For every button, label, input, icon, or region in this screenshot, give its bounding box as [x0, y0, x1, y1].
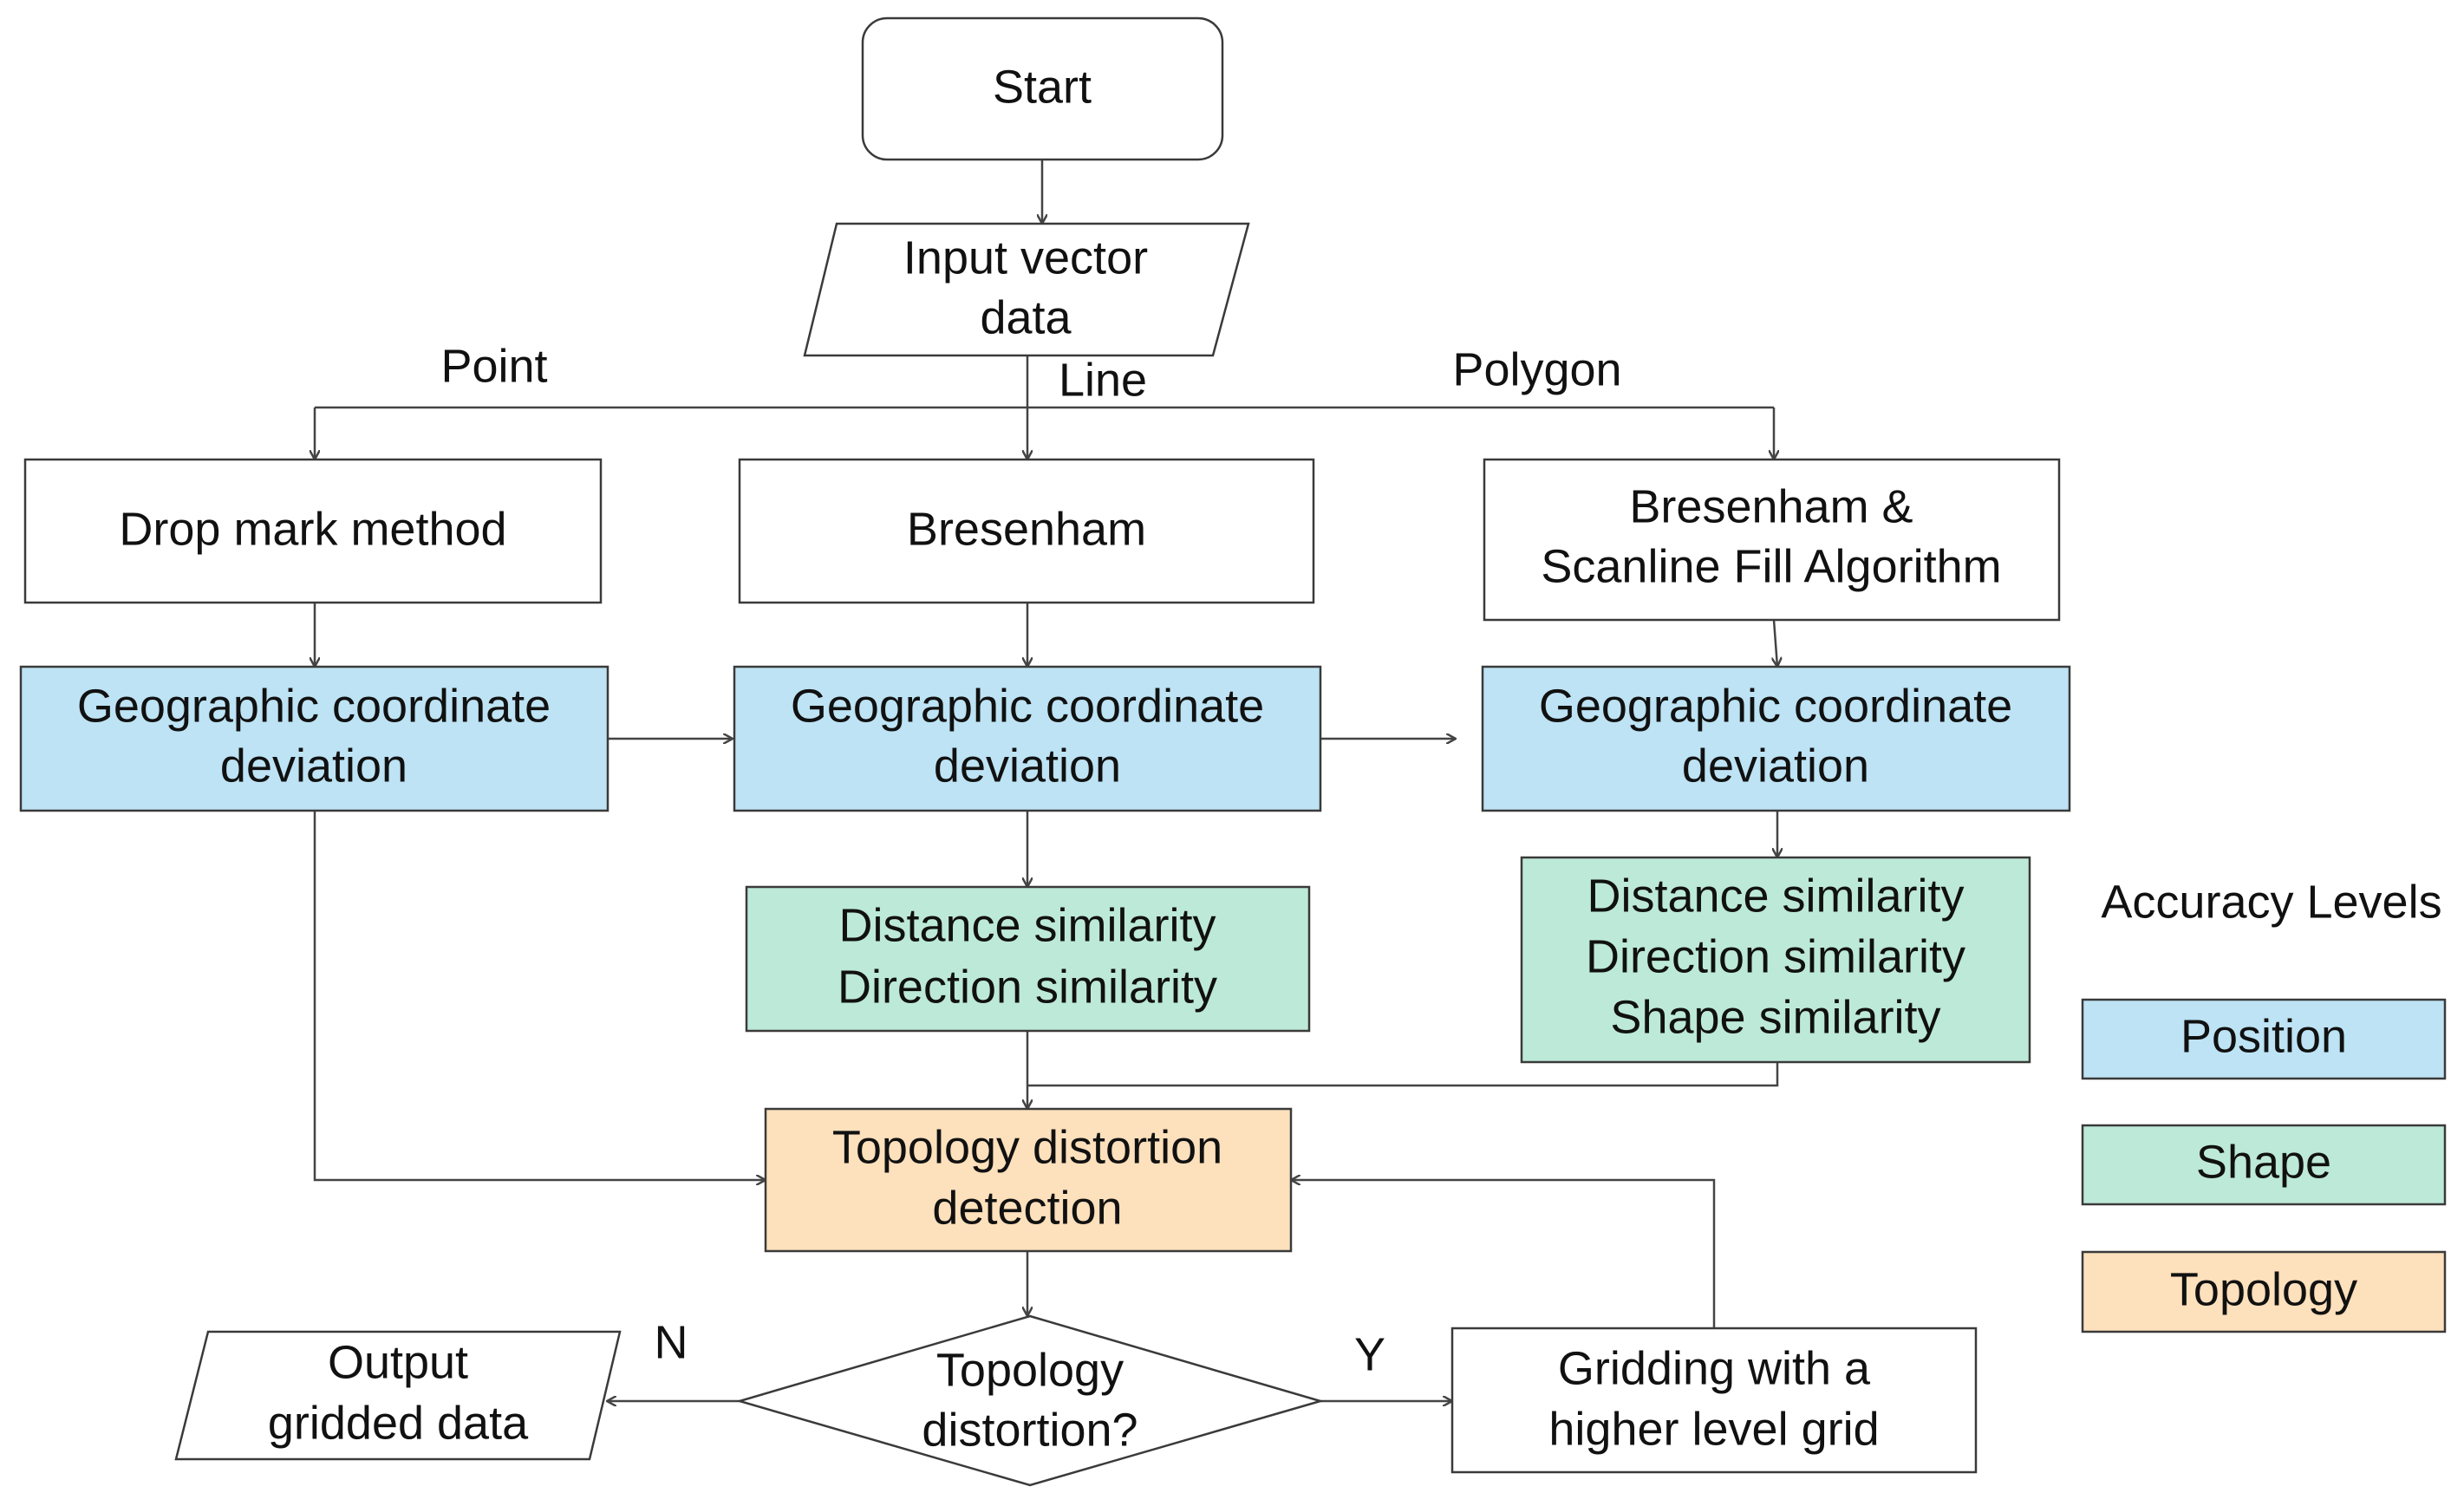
node-geo-point-line2: deviation — [220, 740, 407, 792]
legend-shape-label: Shape — [2196, 1136, 2331, 1188]
node-decision: Topology distortion? — [735, 1314, 1325, 1487]
node-drop-mark-label: Drop mark method — [119, 503, 506, 555]
node-geo-poly-line2: deviation — [1682, 740, 1869, 792]
connectors — [315, 160, 1777, 1401]
edge-geo-point-to-topology — [313, 811, 766, 1180]
legend-item-shape: Shape — [2081, 1124, 2447, 1206]
node-geo-deviation-point: Geographic coordinate deviation — [19, 665, 609, 812]
node-shape-similarity-polygon: Distance similarity Direction similarity… — [1520, 856, 2031, 1064]
legend-item-topology: Topology — [2081, 1250, 2447, 1333]
edge-label-polygon: Polygon — [1452, 343, 1621, 395]
node-scanline-label-line2: Scanline Fill Algorithm — [1541, 540, 2001, 592]
edge-scanline-to-geo — [1774, 619, 1777, 667]
node-decision-line2: distortion? — [922, 1404, 1137, 1456]
node-shape-poly-line3: Shape similarity — [1610, 991, 1940, 1043]
node-topology-detection: Topology distortion detection — [764, 1107, 1293, 1253]
edge-label-yes: Y — [1354, 1328, 1385, 1380]
edge-label-no: N — [655, 1316, 688, 1368]
node-higher-grid-line1: Gridding with a — [1558, 1342, 1871, 1394]
edge-label-point: Point — [440, 340, 547, 392]
node-start: Start — [861, 16, 1224, 161]
legend: Accuracy Levels Position Shape Topology — [2081, 876, 2447, 1333]
node-shape-similarity-line: Distance similarity Direction similarity — [745, 885, 1311, 1033]
node-higher-grid-line2: higher level grid — [1548, 1403, 1879, 1455]
legend-title: Accuracy Levels — [2101, 876, 2441, 928]
node-input-data: Input vector data — [803, 222, 1250, 357]
node-topology-line2: detection — [932, 1182, 1122, 1234]
node-geo-deviation-polygon: Geographic coordinate deviation — [1481, 665, 2071, 812]
node-geo-point-line1: Geographic coordinate — [77, 680, 551, 732]
node-shape-poly-line2: Direction similarity — [1586, 930, 1965, 982]
node-output: Output gridded data — [174, 1330, 622, 1461]
node-topology-line1: Topology distortion — [832, 1121, 1222, 1173]
node-input-label-line2: data — [980, 291, 1072, 343]
node-bresenham: Bresenham — [738, 458, 1315, 604]
node-output-line2: gridded data — [268, 1397, 529, 1449]
edge-shape-poly-to-topology — [1027, 1062, 1779, 1087]
node-geo-deviation-line: Geographic coordinate deviation — [733, 665, 1322, 812]
node-higher-grid: Gridding with a higher level grid — [1450, 1327, 1978, 1474]
node-input-label-line1: Input vector — [903, 231, 1148, 284]
node-shape-poly-line1: Distance similarity — [1587, 870, 1964, 922]
node-geo-line-line2: deviation — [934, 740, 1121, 792]
node-start-label: Start — [993, 61, 1092, 113]
node-geo-poly-line1: Geographic coordinate — [1539, 680, 2012, 732]
node-scanline: Bresenham & Scanline Fill Algorithm — [1483, 458, 2061, 622]
node-geo-line-line1: Geographic coordinate — [791, 680, 1264, 732]
edge-higher-grid-to-topology — [1291, 1180, 1716, 1328]
node-drop-mark: Drop mark method — [23, 458, 603, 604]
node-bresenham-label: Bresenham — [907, 503, 1146, 555]
node-scanline-label-line1: Bresenham & — [1629, 480, 1913, 532]
node-shape-line-line1: Distance similarity — [838, 899, 1216, 951]
edge-label-line: Line — [1059, 354, 1147, 406]
node-output-line1: Output — [328, 1336, 468, 1388]
legend-position-label: Position — [2180, 1010, 2347, 1062]
node-shape-line-line2: Direction similarity — [838, 961, 1217, 1013]
legend-item-position: Position — [2081, 998, 2447, 1080]
legend-topology-label: Topology — [2170, 1263, 2357, 1315]
node-decision-line1: Topology — [936, 1344, 1124, 1396]
